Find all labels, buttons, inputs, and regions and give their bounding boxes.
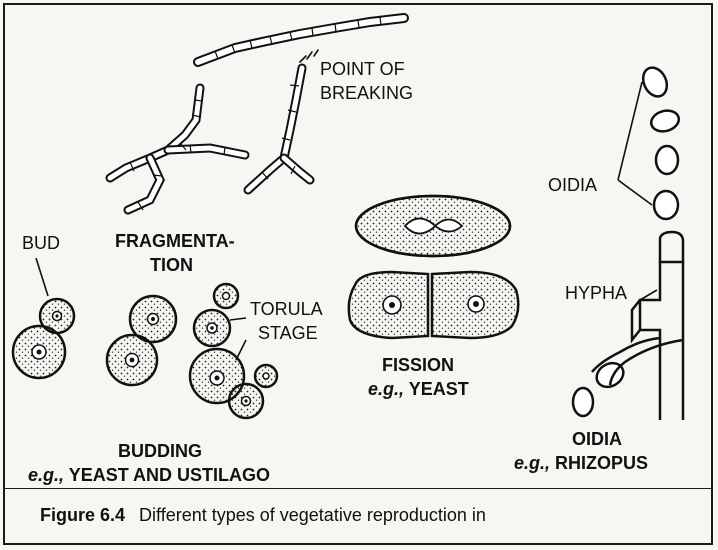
oidia-example-line: e.g., RHIZOPUS bbox=[514, 452, 648, 474]
figure-number: Figure 6.4 bbox=[40, 505, 125, 525]
torula-stage-label-2: STAGE bbox=[258, 322, 318, 344]
fission-cell-dividing bbox=[356, 196, 510, 256]
budding-example-line: e.g., YEAST AND USTILAGO bbox=[28, 464, 270, 486]
hypha-label: HYPHA bbox=[565, 282, 627, 304]
fragmentation-label-1: FRAGMENTA- bbox=[115, 230, 235, 252]
fission-eg: e.g., bbox=[368, 379, 404, 399]
torula-stage-label-1: TORULA bbox=[250, 298, 323, 320]
fission-example: YEAST bbox=[409, 379, 469, 399]
point-of-breaking-label-2: BREAKING bbox=[320, 82, 413, 104]
figure-caption: Figure 6.4 Different types of vegetative … bbox=[40, 505, 486, 526]
point-of-breaking-label-1: POINT OF bbox=[320, 58, 405, 80]
budding-cells bbox=[13, 284, 277, 418]
budding-title: BUDDING bbox=[118, 440, 202, 462]
oidia-eg: e.g., bbox=[514, 453, 550, 473]
fission-daughter-cells bbox=[349, 272, 518, 338]
oidia-example: RHIZOPUS bbox=[555, 453, 648, 473]
budding-example: YEAST AND USTILAGO bbox=[69, 465, 270, 485]
rhizopus-hypha bbox=[592, 232, 683, 420]
fission-example-line: e.g., YEAST bbox=[368, 378, 469, 400]
oidia-title: OIDIA bbox=[572, 428, 622, 450]
oidia-label: OIDIA bbox=[548, 174, 597, 196]
fission-title: FISSION bbox=[382, 354, 454, 376]
caption-text: Different types of vegetative reproducti… bbox=[139, 505, 486, 525]
oidia-spores bbox=[573, 64, 681, 416]
fragmentation-label-2: TION bbox=[150, 254, 193, 276]
bud-label: BUD bbox=[22, 232, 60, 254]
fragmentation-hyphae bbox=[110, 18, 404, 210]
budding-eg: e.g., bbox=[28, 465, 64, 485]
